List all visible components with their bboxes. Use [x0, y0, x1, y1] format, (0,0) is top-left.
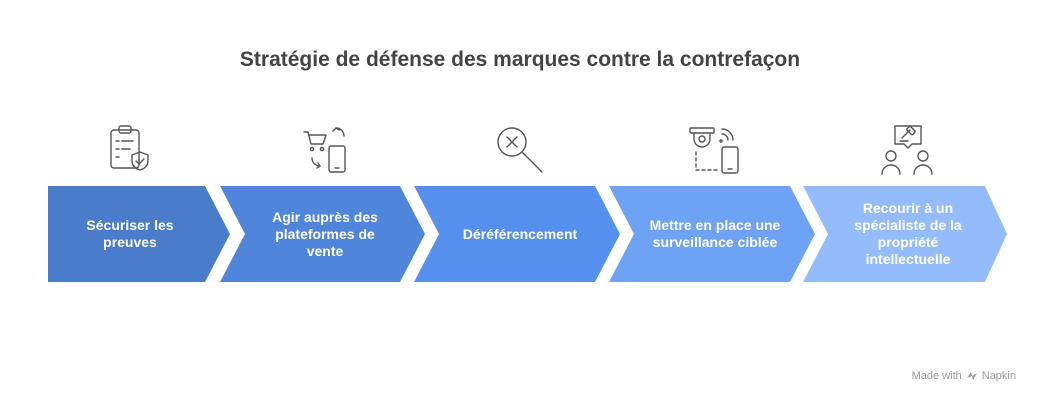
step-label-4: Mettre en place une surveillance ciblée: [649, 217, 781, 250]
step-arrow-4: [609, 186, 815, 282]
napkin-attribution: Made with Napkin: [912, 370, 1016, 382]
footer-text: Made with: [911, 370, 962, 382]
step-arrow-2: [220, 186, 425, 282]
cart-phone-exchange-icon: [298, 122, 358, 178]
diagram-title: Stratégie de défense des marques contre …: [239, 48, 801, 71]
search-remove-icon: [490, 122, 550, 178]
step-arrow-5: [803, 186, 1007, 282]
step-arrow-1: [48, 186, 230, 282]
step-label-2: Agir auprès des plateformes de vente: [272, 208, 378, 259]
step-label-5: Recourir à un spécialiste de la propriét…: [854, 200, 962, 267]
step-label-1: Sécuriser les preuves: [86, 217, 174, 250]
legal-consultation-icon: [878, 122, 938, 178]
footer-brand: Napkin: [981, 370, 1016, 382]
napkin-logo-icon: [966, 372, 977, 380]
camera-phone-icon: [686, 122, 746, 178]
step-label-3: Déréférencement: [462, 225, 578, 242]
clipboard-shield-icon: [102, 122, 162, 178]
step-arrow-3: [414, 186, 620, 282]
